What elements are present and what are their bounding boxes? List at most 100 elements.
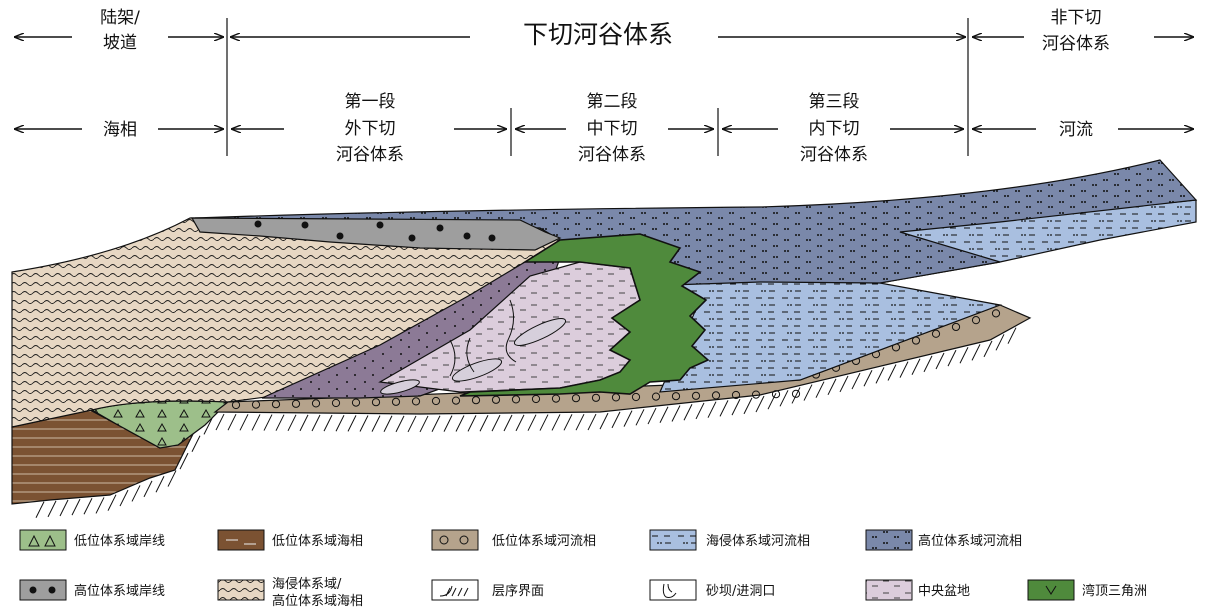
boundary-hatch-mark (863, 369, 873, 387)
boundary-hatch-mark (563, 414, 573, 431)
fluvial-gravel-mark (991, 309, 1001, 318)
boundary-hatch-mark (71, 498, 81, 516)
segment2-line1: 第二段 (587, 92, 638, 112)
boundary-hatch-mark (659, 406, 669, 423)
fluvial-gravel-mark (271, 400, 281, 409)
boundary-hatch-mark (803, 384, 813, 401)
boundary-hatch-mark (623, 410, 633, 427)
hst-fluvial-unit (194, 159, 1198, 287)
legend-swatch-sand-bar (649, 579, 697, 601)
legend-label-tst-hst-marine-1: 海侵体系域/ (272, 576, 342, 592)
boundary-hatch-mark (635, 409, 645, 426)
legend-swatch-lst-fluvial (431, 529, 479, 551)
boundary-hatch-mark (167, 470, 177, 487)
legend-label-hst-fluvial: 高位体系域河流相 (918, 533, 1022, 549)
fluvial-gravel-mark (471, 396, 481, 405)
legend-swatch-tst-hst-marine (217, 579, 265, 601)
boundary-hatch-mark (431, 415, 441, 433)
legend-swatch-hst-shoreline (19, 579, 67, 601)
boundary-hatch-mark (347, 415, 357, 432)
fluvial-gravel-mark (691, 391, 701, 400)
boundary-hatch-mark (239, 414, 249, 431)
boundary-hatch-mark (719, 400, 729, 417)
boundary-hatch-mark (851, 372, 861, 390)
boundary-hatch-mark (95, 497, 105, 514)
boundary-hatch-mark (731, 398, 741, 416)
fluvial-gravel-mark (251, 400, 261, 409)
boundary-hatch-mark (263, 414, 273, 431)
fluvial-gravel-mark (551, 394, 561, 403)
boundary-hatch-mark (83, 498, 93, 515)
fluvial-gravel-mark (491, 395, 501, 404)
bayhead-delta-unit (459, 233, 710, 397)
fluvial-gravel-mark (931, 329, 941, 338)
boundary-hatch-mark (695, 402, 705, 420)
fluvial-gravel-mark (731, 390, 741, 400)
boundary-hatch-mark (383, 415, 393, 432)
legend-label-sequence-boundary: 层序界面 (492, 584, 544, 599)
boundary-hatch-mark (971, 344, 981, 361)
boundary-hatch-mark (887, 364, 897, 381)
boundary-hatch-mark (611, 411, 621, 429)
fluvial-gravel-mark (531, 394, 541, 404)
sand-bars (380, 318, 567, 395)
boundary-hatch-mark (155, 476, 165, 493)
boundary-hatch-mark (419, 415, 429, 433)
boundary-hatch-mark (359, 415, 369, 432)
legend-swatch-tst-fluvial (649, 529, 697, 551)
boundary-hatch-mark (299, 414, 309, 432)
boundary-hatch-mark (407, 415, 417, 433)
legend-label-bayhead-delta: 湾顶三角洲 (1082, 583, 1147, 599)
hst-shoreline-dots (254, 220, 496, 242)
boundary-hatch-mark (815, 381, 825, 398)
header: 陆架/ 坡道 下切河谷体系 非下切 河谷体系 (14, 8, 1194, 156)
boundary-hatch-mark (515, 414, 525, 432)
legend-swatch-bayhead-delta (1027, 579, 1075, 601)
boundary-hatch-mark (839, 375, 849, 393)
fluvial-gravel-mark (971, 316, 981, 325)
segment3-line2: 内下切 (809, 119, 860, 139)
fluvial-gravel-mark (231, 400, 241, 410)
boundary-hatch-mark (443, 415, 453, 432)
boundary-hatch-mark (527, 414, 537, 431)
boundary-hatch-mark (935, 352, 945, 370)
fluvial-gravel-mark (351, 398, 361, 407)
boundary-hatch-mark (1007, 327, 1017, 344)
cross-section (11, 159, 1198, 518)
segment1-line3: 河谷体系 (336, 145, 404, 165)
fluvial-gravel-mark (291, 399, 301, 408)
fluvial-gravel-mark (671, 392, 681, 401)
fluvial-gravel-mark (651, 392, 661, 401)
fluvial-gravel-mark (751, 390, 761, 399)
fluvial-gravel-mark (451, 396, 461, 405)
legend-swatch-central-basin (865, 579, 913, 601)
fluvial-gravel-mark (631, 392, 641, 402)
legend-item-tst-hst-marine: 海侵体系域/ 高位体系域海相 (217, 576, 363, 609)
legend-label-tst-hst-marine-2: 高位体系域海相 (272, 593, 363, 609)
fluvial-gravel-mark (511, 395, 521, 404)
legend-item-central-basin: 中央盆地 (865, 579, 970, 601)
boundary-hatch-mark (575, 413, 585, 431)
boundary-hatch-mark (395, 415, 405, 433)
legend-item-bayhead-delta: 湾顶三角洲 (1027, 579, 1147, 601)
boundary-hatch-mark (755, 395, 765, 413)
right-zone-top-line1: 非下切 (1051, 8, 1102, 28)
fluvial-gravel-mark (371, 398, 381, 407)
boundary-hatch-mark (119, 489, 129, 507)
boundary-hatch-mark (539, 414, 549, 431)
boundary-hatch-mark (491, 414, 501, 432)
subheader: 海相 第一段 外下切 河谷体系 第二段 中下切 河谷体系 第三段 内下切 河谷体… (14, 92, 1194, 165)
boundary-hatch-mark (983, 340, 993, 358)
legend-label-lst-fluvial: 低位体系域河流相 (492, 534, 596, 549)
fluvial-gravel-mark (771, 390, 781, 399)
fluvial-gravel-mark (951, 322, 961, 332)
boundary-hatch-mark (551, 414, 561, 431)
boundary-hatch-mark (335, 415, 345, 432)
legend-item-hst-shoreline: 高位体系域岸线 (19, 579, 165, 601)
boundary-hatch-mark (959, 347, 969, 364)
legend-item-lst-fluvial: 低位体系域河流相 (431, 529, 596, 551)
fluvial-gravel-mark (431, 396, 441, 406)
boundary-hatch-mark (191, 435, 201, 452)
right-zone-top-line2: 河谷体系 (1042, 34, 1110, 54)
